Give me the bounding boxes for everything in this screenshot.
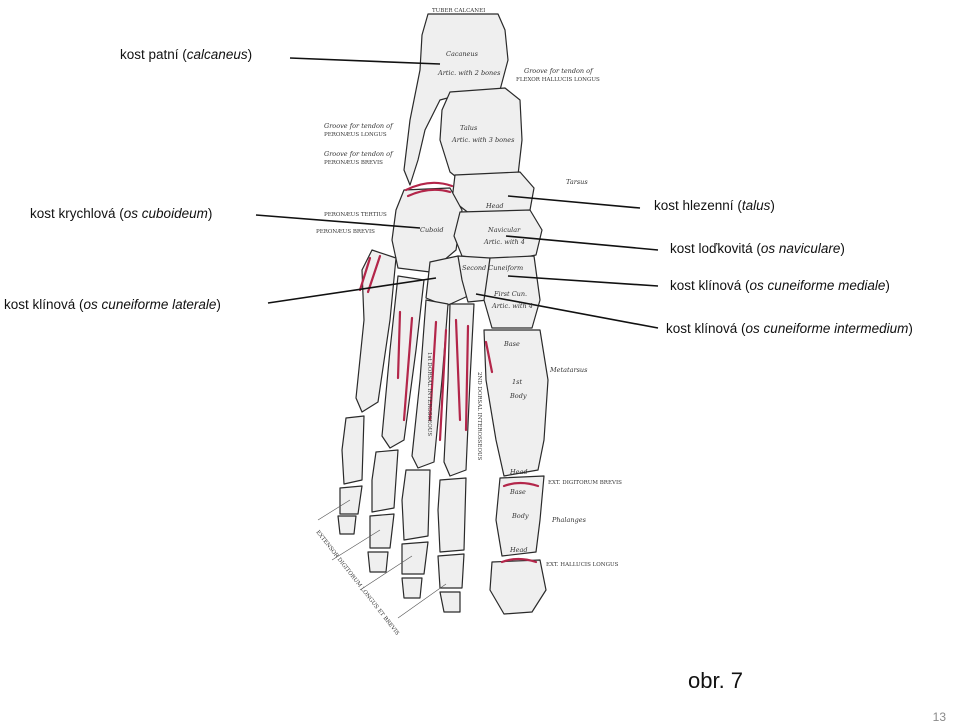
small-label: First Cun. xyxy=(493,290,527,298)
small-label: EXT. HALLUCIS LONGUS xyxy=(546,562,619,568)
small-label: Head xyxy=(485,202,504,210)
metatarsal-5 xyxy=(355,249,397,413)
small-label: Head xyxy=(509,546,528,554)
toe-3-proximal xyxy=(401,469,431,541)
toe-2-proximal xyxy=(437,477,467,553)
small-label: Navicular xyxy=(487,226,521,234)
small-label: EXT. DIGITORUM BREVIS xyxy=(548,480,622,486)
small-label: PERONÆUS BREVIS xyxy=(316,229,375,235)
label-latin: calcaneus xyxy=(186,47,248,62)
small-label: Cacaneus xyxy=(446,50,479,58)
label-latin: os cuneiforme laterale xyxy=(83,297,217,312)
label-name: kost hlezenní xyxy=(654,198,734,213)
lateral-cuneiform-bone xyxy=(425,255,469,307)
label-latin: os naviculare xyxy=(760,241,841,256)
small-label: 1st DORSAL INTEROSSEOUS xyxy=(426,352,432,436)
toe-4-middle xyxy=(369,513,395,549)
hallux-proximal xyxy=(495,475,545,557)
figure-caption: obr. 7 xyxy=(688,668,744,693)
small-label: PERONÆUS BREVIS xyxy=(324,160,383,166)
small-label: Base xyxy=(503,340,520,348)
leader-cuneiforme-intermedium xyxy=(475,293,659,329)
page-number: 13 xyxy=(932,710,946,724)
small-label: Phalanges xyxy=(551,516,587,524)
label-name: kost klínová xyxy=(670,278,742,293)
small-label: Artic. with 3 bones xyxy=(451,136,515,144)
toe-3-middle xyxy=(401,541,429,575)
label-name: kost klínová xyxy=(666,321,738,336)
label-cuneiforme-mediale: kost klínová (os cuneiforme mediale) xyxy=(670,278,890,293)
leader-calcaneus xyxy=(289,57,441,65)
toe-5-proximal xyxy=(341,415,365,485)
small-label: Metatarsus xyxy=(549,366,588,374)
small-label: Base xyxy=(509,488,526,496)
label-name: kost loďkovitá xyxy=(670,241,753,256)
small-label: Talus xyxy=(460,124,478,132)
small-label: 1st xyxy=(512,378,522,386)
small-label: Tarsus xyxy=(566,178,588,186)
small-label: Artic. with 4 xyxy=(483,238,525,246)
metatarsal-4 xyxy=(381,275,425,449)
small-label: Head xyxy=(509,468,528,476)
toe-2-distal xyxy=(439,591,461,613)
small-label: TUBER CALCANEI xyxy=(432,8,485,14)
toe-5-distal xyxy=(337,515,357,535)
label-latin: os cuboideum xyxy=(123,206,208,221)
small-label: Body xyxy=(511,512,529,520)
navicular-bone xyxy=(453,209,543,263)
label-cuboideum: kost krychlová (os cuboideum) xyxy=(30,206,213,221)
small-label: Body xyxy=(509,392,527,400)
label-cuneiforme-laterale: kost klínová (os cuneiforme laterale) xyxy=(4,297,221,312)
leader-naviculare xyxy=(505,235,659,251)
label-naviculare: kost loďkovitá (os naviculare) xyxy=(670,241,845,256)
small-label: FLEXOR HALLUCIS LONGUS xyxy=(516,77,600,83)
label-calcaneus: kost patní (calcaneus) xyxy=(120,47,253,62)
metatarsal-3 xyxy=(411,299,449,469)
small-label: Groove for tendon of xyxy=(524,67,594,75)
leader-cuneiforme-laterale xyxy=(267,277,437,304)
small-label: 2ND DORSAL INTEROSSEOUS xyxy=(476,372,482,461)
leader-cuboideum xyxy=(255,214,421,229)
tendon-peroneus-groove xyxy=(404,181,454,192)
small-label: PERONÆUS TERTIUS xyxy=(324,212,387,218)
small-label: Artic. with 4 xyxy=(491,302,533,310)
toe-4-proximal xyxy=(371,449,399,513)
label-latin: os cuneiforme intermedium xyxy=(745,321,909,336)
label-latin: talus xyxy=(741,198,771,213)
leader-talus xyxy=(507,195,641,209)
leader-cuneiforme-mediale xyxy=(507,275,659,287)
small-label: Groove for tendon of xyxy=(324,150,394,158)
toe-2-middle xyxy=(437,553,465,589)
small-label: Groove for tendon of xyxy=(324,122,394,130)
small-label: Cuboid xyxy=(420,226,443,234)
toe-5-middle xyxy=(339,485,363,515)
small-label: PERONÆUS LONGUS xyxy=(324,132,387,138)
small-label: Artic. with 2 bones xyxy=(437,69,501,77)
medial-cuneiform-bone xyxy=(483,255,541,329)
label-talus: kost hlezenní (talus) xyxy=(654,198,775,213)
label-name: kost klínová xyxy=(4,297,76,312)
calcaneus-bone xyxy=(403,13,509,186)
hallux-distal xyxy=(489,559,547,615)
small-label: Second Cuneiform xyxy=(462,264,523,272)
toe-4-distal xyxy=(367,551,389,573)
label-cuneiforme-intermedium: kost klínová (os cuneiforme intermedium) xyxy=(666,321,913,336)
label-name: kost krychlová xyxy=(30,206,116,221)
intermediate-cuneiform-bone xyxy=(457,255,491,303)
label-latin: os cuneiforme mediale xyxy=(749,278,886,293)
toe-3-distal xyxy=(401,577,423,599)
label-name: kost patní xyxy=(120,47,179,62)
metatarsal-1 xyxy=(483,329,549,477)
